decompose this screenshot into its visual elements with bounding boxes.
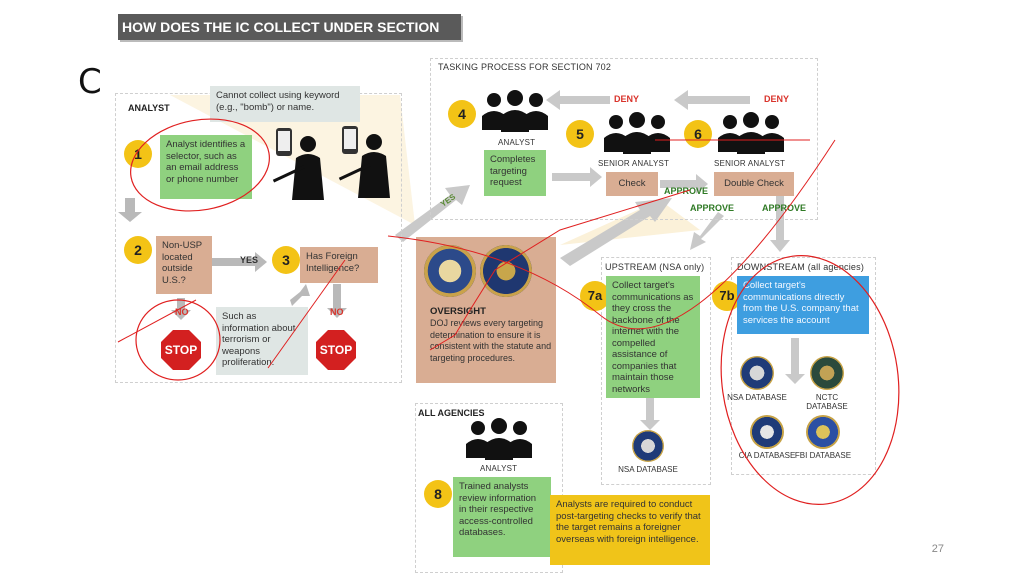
- page-number: 27: [931, 543, 944, 555]
- arrow-3-no: [327, 284, 347, 318]
- all-agencies-analyst-label: ANALYST: [480, 464, 518, 473]
- senior-analyst-group-icon-1: [600, 112, 674, 156]
- deny-label-1: DENY: [614, 94, 640, 104]
- step-1-badge: 1: [124, 140, 152, 168]
- arrow-upstream: [690, 212, 724, 250]
- arrow-1-2: [118, 198, 142, 222]
- nsa-seal-icon: [740, 356, 774, 390]
- upstream-nsa-db-label: NSA DATABASE: [618, 465, 678, 474]
- tasking-panel: [430, 58, 818, 220]
- fi-examples-box: Such as information about terrorism or w…: [216, 307, 308, 375]
- step-6-badge: 6: [684, 120, 712, 148]
- arrow-fi: [290, 284, 310, 306]
- downstream-label: DOWNSTREAM (all agencies): [737, 262, 865, 272]
- upstream-label: UPSTREAM (NSA only): [605, 262, 705, 272]
- step-3-badge: 3: [272, 246, 300, 274]
- tasking-panel-label: TASKING PROCESS FOR SECTION 702: [438, 62, 612, 72]
- step-5-badge: 5: [566, 120, 594, 148]
- red-circle-stop: [135, 299, 221, 381]
- senior-analyst-label-1: SENIOR ANALYST: [598, 159, 670, 168]
- stop-sign-1: STOP: [161, 330, 201, 370]
- double-check-box: Double Check: [714, 172, 794, 196]
- slide-letter: C: [78, 62, 102, 102]
- fbi-seal-icon: [806, 415, 840, 449]
- arrow-downstream: [770, 195, 790, 252]
- upstream-box: Collect target's communications as they …: [606, 276, 700, 398]
- post-targeting-note: Analysts are required to conduct post-ta…: [550, 495, 710, 565]
- arrow-5-6: [660, 174, 708, 194]
- senior-analyst-group-icon-2: [714, 112, 788, 156]
- senior-analyst-label-2: SENIOR ANALYST: [714, 159, 786, 168]
- downstream-fbi-db-label: FBI DATABASE: [794, 451, 852, 460]
- downstream-nctc-db-label: NCTC DATABASE: [806, 393, 848, 411]
- arrow-2-3: [212, 252, 267, 272]
- red-line-3: [387, 139, 836, 330]
- downstream-cia-db-label: CIA DATABASE: [738, 451, 796, 460]
- arrow-2-no: [171, 298, 191, 320]
- arrow-4-5: [552, 167, 602, 187]
- operative-silhouette-1: [270, 128, 330, 200]
- step-3-box: Has Foreign Intelligence?: [300, 247, 378, 283]
- approve-label-3: APPROVE: [762, 203, 807, 213]
- step-4-box: Completes targeting request: [484, 150, 546, 196]
- no-label-2: NO: [330, 307, 344, 317]
- deny-label-2: DENY: [764, 94, 790, 104]
- analyst-label-4: ANALYST: [498, 138, 536, 147]
- red-line-2: [267, 259, 346, 369]
- step-4-badge: 4: [448, 100, 476, 128]
- step-8-box: Trained analysts review information in t…: [453, 477, 551, 557]
- stop-sign-2: STOP: [316, 330, 356, 370]
- downstream-panel: [731, 257, 876, 475]
- oversight-arrow: [560, 198, 672, 266]
- keyword-callout: Cannot collect using keyword (e.g., "bom…: [210, 86, 360, 122]
- all-agencies-label: ALL AGENCIES: [418, 408, 485, 418]
- yes-arrow: [395, 185, 470, 242]
- arrow-upstream-db: [640, 398, 660, 430]
- nctc-seal-icon: [810, 356, 844, 390]
- step-1-box: Analyst identifies a selector, such as a…: [160, 135, 252, 199]
- cia-seal-icon: [750, 415, 784, 449]
- upstream-panel: [601, 257, 711, 485]
- yes-label-2-3: YES: [240, 255, 259, 265]
- arrow-deny-2: [674, 90, 750, 110]
- all-agencies-panel: [415, 403, 563, 573]
- red-line-5: [429, 189, 691, 351]
- arrow-downstream-db: [785, 338, 805, 384]
- step-2-badge: 2: [124, 236, 152, 264]
- red-circle-step1: [130, 118, 270, 212]
- red-line-1: [117, 299, 197, 343]
- nsa-seal-icon: [632, 430, 664, 462]
- no-label-1: NO: [175, 307, 189, 317]
- downstream-box: Collect target's communications directly…: [737, 276, 869, 334]
- doj-seal-icon: [424, 245, 476, 297]
- arrow-deny-1: [546, 90, 610, 110]
- oversight-title: OVERSIGHT: [430, 306, 486, 317]
- analyst-group-icon: [478, 90, 552, 134]
- downstream-nsa-db-label: NSA DATABASE: [727, 393, 787, 402]
- analyst-panel-label: ANALYST: [128, 103, 170, 113]
- all-agencies-analyst-group-icon: [462, 418, 536, 462]
- red-circle-downstream: [720, 255, 900, 505]
- operative-silhouette-2: [336, 126, 396, 198]
- approve-label-2: APPROVE: [690, 203, 735, 213]
- step-8-badge: 8: [424, 480, 452, 508]
- oversight-text: DOJ reviews every targeting determinatio…: [430, 318, 552, 363]
- odni-seal-icon: [480, 245, 532, 297]
- step-2-box: Non-USP located outside U.S.?: [156, 236, 212, 294]
- step-7a-badge: 7a: [580, 281, 610, 311]
- slide-title: HOW DOES THE IC COLLECT UNDER SECTION 70…: [118, 14, 461, 61]
- check-box: Check: [606, 172, 658, 196]
